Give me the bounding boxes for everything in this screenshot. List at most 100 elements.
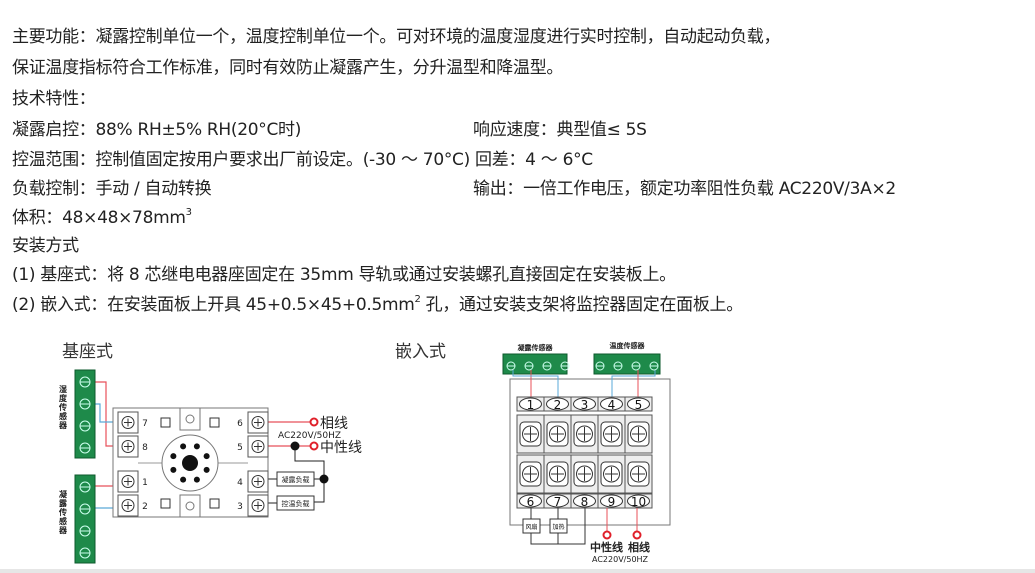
number-oval <box>573 397 596 411</box>
embed-phase-label: 相线 <box>628 540 650 554</box>
wire-blue <box>512 370 559 397</box>
screw-icon <box>121 440 135 453</box>
square-marker <box>160 417 171 428</box>
humidity-sensor-label: 湿度传感器 <box>58 384 68 430</box>
screw-icon <box>603 465 620 483</box>
terminal-number: 6 <box>237 419 243 429</box>
install-method-1: (1) 基座式：将 8 芯继电电器座固定在 35mm 导轨或通过安装螺孔直接固定… <box>12 265 676 285</box>
phase-label: 相线 <box>320 416 348 432</box>
number-oval <box>600 494 623 508</box>
tech-heading: 技术特性： <box>12 89 96 109</box>
bottom-divider <box>0 569 1035 573</box>
terminal-number: 5 <box>237 443 243 453</box>
embed-temp-sensor-label: 温度传感器 <box>610 341 646 350</box>
terminal-number: 2 <box>554 398 562 412</box>
neutral-label: 中性线 <box>320 440 362 456</box>
dew-load-box <box>276 471 315 487</box>
response-spec: 响应速度：典型值≤ 5S <box>473 120 647 140</box>
embed-voltage-label: AC220V/50HZ <box>592 555 649 564</box>
number-oval <box>519 494 542 508</box>
number-oval <box>573 494 596 508</box>
load-control-spec: 负载控制：手动 / 自动转换 <box>12 179 212 199</box>
screw-icon <box>549 465 566 483</box>
humidity-sensor-block <box>74 369 96 459</box>
screw-icon <box>603 425 620 443</box>
screw-icon <box>121 499 135 512</box>
screw-icon <box>630 465 647 483</box>
square-marker <box>160 498 171 509</box>
terminal-number: 4 <box>608 398 616 412</box>
embed-dew-sensor-block <box>502 353 568 375</box>
screw-icon <box>522 465 539 483</box>
dew-sensor-label: 凝露传感器 <box>58 489 68 535</box>
number-oval <box>519 397 542 411</box>
socket-pin <box>170 466 177 473</box>
install-2-sup: 2 <box>414 294 421 305</box>
volume-spec: 体积：48×48×78mm3 <box>12 207 192 229</box>
phase-terminal-icon <box>632 530 642 540</box>
terminal-number: 4 <box>237 478 243 488</box>
dew-sensor-block <box>74 474 96 564</box>
screw-icon <box>121 475 135 488</box>
number-oval <box>627 397 650 411</box>
mount-hole-bottom <box>179 494 201 518</box>
volume-sup: 3 <box>185 207 192 218</box>
install-2b: 孔，通过安装支架将监控器固定在面板上。 <box>420 295 744 315</box>
terminal-number: 2 <box>142 502 148 512</box>
terminal-number: 8 <box>142 443 148 453</box>
number-oval <box>546 397 569 411</box>
neutral-terminal-icon <box>309 441 319 451</box>
terminal-number: 6 <box>527 495 535 509</box>
screw-icon <box>251 475 265 488</box>
install-heading: 安装方式 <box>12 236 79 256</box>
terminal-number: 9 <box>608 495 616 509</box>
mount-hole-icon <box>185 501 195 511</box>
embed-diagram-title: 嵌入式 <box>395 342 446 362</box>
terminal-number: 1 <box>142 478 148 488</box>
terminal-number: 5 <box>635 398 643 412</box>
wire-black <box>294 446 325 503</box>
mount-hole-icon <box>185 414 195 424</box>
function-line-2: 保证温度指标符合工作标准，同时有效防止凝露产生，分升温型和降温型。 <box>12 58 564 78</box>
number-oval <box>600 397 623 411</box>
socket-pin <box>180 476 187 483</box>
terminal-number: 8 <box>581 495 589 509</box>
square-marker <box>209 417 220 428</box>
embed-neutral-label: 中性线 <box>590 540 623 554</box>
socket-pin <box>203 466 210 473</box>
function-line-1: 主要功能：凝露控制单位一个，温度控制单位一个。可对环境的温度湿度进行实时控制，自… <box>12 27 781 47</box>
socket-center <box>182 455 198 471</box>
dew-start-spec: 凝露启控：88% RH±5% RH(20°C时) <box>12 120 302 140</box>
phase-terminal-icon <box>309 417 319 427</box>
load-box-1 <box>522 518 541 534</box>
embed-temp-sensor-block <box>593 353 661 375</box>
voltage-label: AC220V/50HZ <box>278 431 341 441</box>
terminal-number: 7 <box>554 495 562 509</box>
number-oval <box>627 494 650 508</box>
volume-text: 体积：48×48×78mm <box>12 208 186 228</box>
install-method-2: (2) 嵌入式：在安装面板上开具 45+0.5×45+0.5mm2 孔，通过安装… <box>12 294 743 316</box>
screw-icon <box>251 499 265 512</box>
junction-dot <box>319 474 329 484</box>
screw-icon <box>549 425 566 443</box>
screw-icon <box>522 425 539 443</box>
wire-blue <box>95 403 120 423</box>
socket-pin <box>193 443 200 450</box>
load-label-1: 风扇 <box>525 523 537 531</box>
screw-icon <box>576 425 593 443</box>
temp-range-spec: 控温范围：控制值固定按用户要求出厂前设定。(-30 ～ 70°C) 回差：4 ～… <box>12 150 593 170</box>
junction-dot <box>290 441 300 451</box>
terminal-number: 1 <box>527 398 535 412</box>
install-2a: (2) 嵌入式：在安装面板上开具 45+0.5×45+0.5mm <box>12 295 415 315</box>
socket-pin <box>203 453 210 460</box>
neutral-terminal-icon <box>602 530 612 540</box>
screw-icon <box>630 425 647 443</box>
socket-pin <box>170 453 177 460</box>
screw-icon <box>251 416 265 429</box>
socket-pin <box>193 476 200 483</box>
wire-blue <box>611 370 656 397</box>
dew-load-label: 凝露负载 <box>282 475 310 484</box>
